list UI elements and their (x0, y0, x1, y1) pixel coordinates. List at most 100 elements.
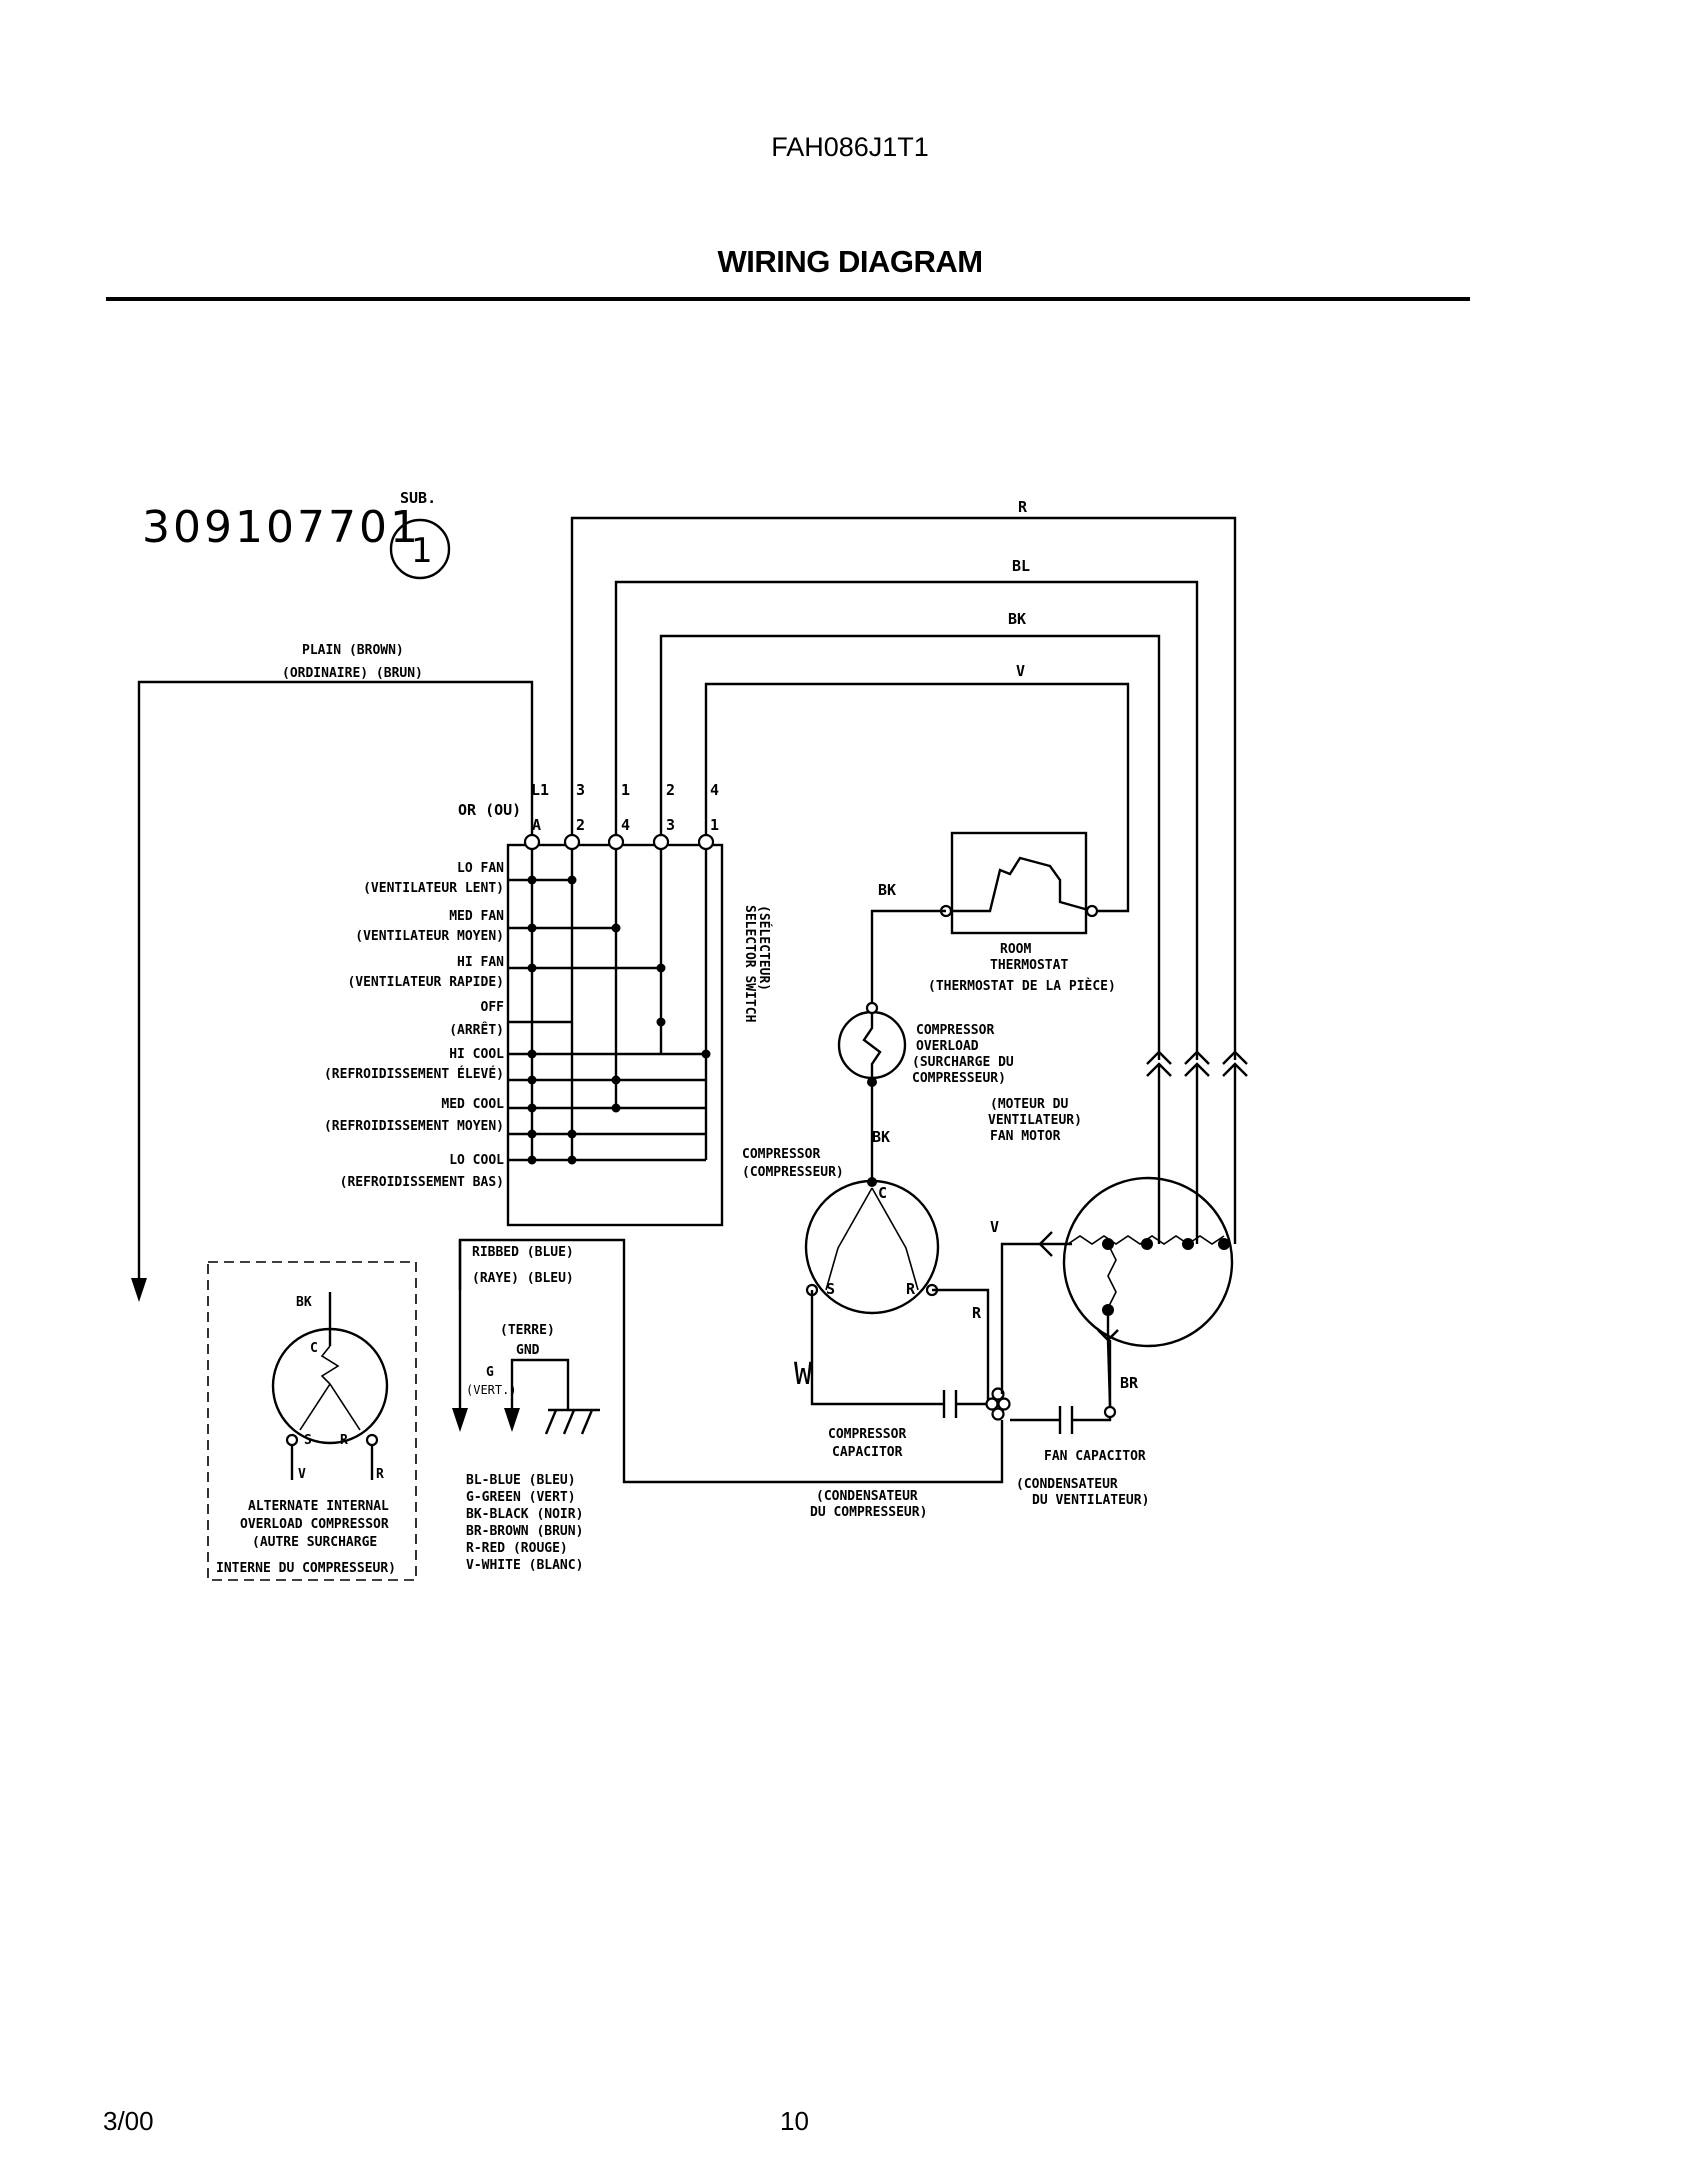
alt-caption: (AUTRE SURCHARGE (252, 1535, 377, 1550)
legend-entry: BL-BLUE (BLEU) (466, 1473, 576, 1488)
ground-label: GND (516, 1343, 540, 1358)
wire-color-legend: BL-BLUE (BLEU) G-GREEN (VERT) BK-BLACK (… (466, 1473, 583, 1573)
overload-label: COMPRESSOR (916, 1023, 994, 1038)
fan-capacitor-label-fr: DU VENTILATEUR) (1032, 1493, 1149, 1508)
position-label-en: HI FAN (457, 955, 504, 970)
terminal-top-label: 1 (621, 781, 630, 799)
legend-entry: V-WHITE (BLANC) (466, 1558, 583, 1573)
alt-overload-box (207, 1261, 417, 1581)
overload-label: COMPRESSEUR) (912, 1071, 1006, 1086)
terminal-alt-label: 1 (710, 816, 719, 834)
overload-label: OVERLOAD (916, 1039, 979, 1054)
down-arrow-left (131, 1278, 147, 1302)
ground-g-label: G (486, 1365, 494, 1380)
bk-wire-label: BK (878, 881, 896, 899)
r-wire-label: R (972, 1304, 982, 1322)
v-wire (1000, 1242, 1040, 1394)
terminal-alt-label: 4 (621, 816, 630, 834)
position-label-en: LO FAN (457, 861, 504, 876)
comp-capacitor-label: CAPACITOR (832, 1445, 903, 1460)
title-rule (106, 297, 1470, 301)
br-wire-label: BR (1120, 1374, 1139, 1392)
position-label-en: MED FAN (449, 909, 504, 924)
fan-capacitor-wire (1072, 1340, 1112, 1422)
plain-brown-label: PLAIN (BROWN) (302, 643, 404, 658)
or-label: OR (OU) (458, 801, 521, 819)
position-label-fr: (ARRÊT) (449, 1022, 504, 1038)
compressor-terminal-r: R (906, 1280, 916, 1298)
v-wire-label: V (990, 1218, 999, 1236)
selector-terminals (523, 833, 715, 851)
sub-number: 1 (411, 531, 433, 571)
alt-caption: ALTERNATE INTERNAL (248, 1499, 389, 1514)
selector-switch-label: SELECTOR SWITCH (742, 905, 757, 1022)
legend-entry: R-RED (ROUGE) (466, 1541, 568, 1556)
comp-capacitor-label: COMPRESSOR (828, 1427, 906, 1442)
compressor-label: COMPRESSOR (742, 1147, 820, 1162)
fan-capacitor-label: FAN CAPACITOR (1044, 1449, 1146, 1464)
fan-motor-label: VENTILATEUR) (988, 1113, 1082, 1128)
ground-symbol-icon (544, 1408, 600, 1435)
plain-brown-wire (137, 680, 534, 1280)
alt-s-label: S (304, 1433, 312, 1448)
position-label-fr: (VENTILATEUR MOYEN) (355, 929, 504, 944)
alt-r2-label: R (376, 1467, 384, 1482)
thermostat-label-fr: (THERMOSTAT DE LA PIÈCE) (928, 978, 1116, 994)
selector-switch-label-fr: (SÉLECTEUR) (756, 905, 772, 991)
overload-label: (SURCHARGE DU (912, 1055, 1014, 1070)
position-label-en: OFF (481, 1000, 505, 1015)
terminal-alt-label: 2 (576, 816, 585, 834)
terminal-alt-label: A (532, 816, 541, 834)
ribbed-blue-label-fr: (RAYE) (BLEU) (472, 1271, 574, 1286)
position-label-fr: (REFROIDISSEMENT MOYEN) (324, 1119, 504, 1134)
wire-label-bk: BK (1008, 610, 1026, 628)
wire-label-r: R (1018, 498, 1028, 516)
terminal-top-label: 2 (666, 781, 675, 799)
top-wires (570, 516, 1237, 1060)
wire-label-v: V (1016, 662, 1025, 680)
selector-position-labels: LO FAN (VENTILATEUR LENT) MED FAN (VENTI… (324, 861, 504, 1190)
alt-c-label: C (310, 1341, 318, 1356)
legend-entry: G-GREEN (VERT) (466, 1490, 576, 1505)
alt-bk-label: BK (296, 1295, 312, 1310)
alt-caption: OVERLOAD COMPRESSOR (240, 1517, 389, 1532)
ground-label: (TERRE) (500, 1323, 555, 1338)
wire-label-bl: BL (1012, 557, 1030, 575)
thermostat-label: ROOM (1000, 942, 1031, 957)
compressor-r-wire (932, 1288, 990, 1404)
alt-caption: INTERNE DU COMPRESSEUR) (216, 1561, 396, 1576)
wire-connector-icons (1146, 1050, 1248, 1244)
page-number: 10 (780, 2106, 809, 2136)
footer-date: 3/00 (103, 2106, 154, 2136)
position-label-fr: (REFROIDISSEMENT ÉLEVÉ) (324, 1066, 504, 1082)
part-number: 309107701 (142, 502, 421, 553)
position-label-fr: (REFROIDISSEMENT BAS) (340, 1175, 504, 1190)
ground-vert-label: (VERT.) (466, 1383, 517, 1397)
terminal-labels: L1 3 1 2 4 A 2 4 3 1 (531, 781, 719, 834)
compressor-terminal-c: C (878, 1184, 887, 1202)
fan-motor-label: FAN MOTOR (990, 1129, 1061, 1144)
legend-entry: BK-BLACK (NOIR) (466, 1507, 583, 1522)
legend-entry: BR-BROWN (BRUN) (466, 1524, 583, 1539)
position-label-fr: (VENTILATEUR LENT) (363, 881, 504, 896)
fan-motor-icon (1062, 1176, 1234, 1348)
alt-compressor-icon (271, 1327, 389, 1445)
page-title: WIRING DIAGRAM (717, 244, 983, 279)
down-arrow-blue (452, 1408, 468, 1432)
position-label-en: HI COOL (449, 1047, 504, 1062)
model-number: FAH086J1T1 (771, 132, 929, 162)
down-arrow-ground (504, 1408, 520, 1432)
selector-bus (508, 849, 708, 1162)
compressor-windings (825, 1187, 919, 1291)
terminal-alt-label: 3 (666, 816, 675, 834)
sub-circle (389, 518, 451, 580)
compressor-s-wire (810, 1290, 944, 1406)
comp-capacitor-label-fr: DU COMPRESSEUR) (810, 1505, 927, 1520)
ground-wire (510, 1358, 570, 1410)
plain-brown-label-fr: (ORDINAIRE) (BRUN) (282, 666, 423, 681)
thermostat-switch-icon (946, 856, 1093, 913)
position-label-en: MED COOL (441, 1097, 504, 1112)
compressor-label: (COMPRESSEUR) (742, 1165, 844, 1180)
bk-wire-thermostat (870, 909, 946, 1008)
position-label-en: LO COOL (449, 1153, 504, 1168)
